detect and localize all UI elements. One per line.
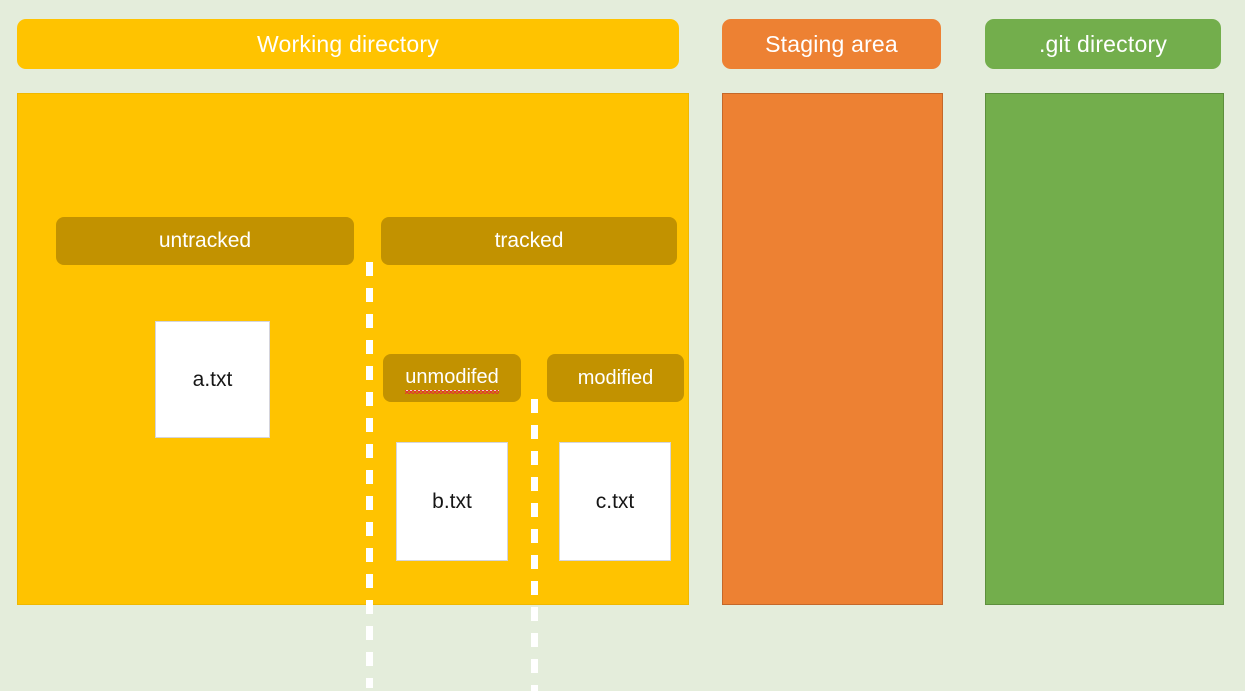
label-untracked[interactable]: untracked (56, 217, 354, 265)
divider-untracked-tracked (366, 262, 373, 688)
header-staging-area[interactable]: Staging area (722, 19, 941, 69)
header-staging-area-label: Staging area (765, 30, 898, 57)
label-untracked-text: untracked (158, 229, 252, 252)
label-unmodified-text: unmodifed (405, 366, 500, 394)
label-tracked[interactable]: tracked (381, 217, 677, 265)
diagram-canvas: Working directory Staging area .git dire… (17, 19, 1224, 691)
header-git-directory[interactable]: .git directory (985, 19, 1221, 69)
file-box-a-txt-label: a.txt (192, 367, 233, 391)
panel-staging-area (722, 93, 943, 605)
file-box-b-txt-label: b.txt (432, 489, 472, 513)
label-modified[interactable]: modified (547, 354, 684, 402)
header-git-directory-label: .git directory (1038, 30, 1168, 57)
file-box-c-txt[interactable]: c.txt (559, 442, 671, 561)
panel-working-directory: untracked tracked unmodifed modified a.t… (17, 93, 689, 691)
divider-unmodified-modified (531, 399, 538, 691)
panel-git-directory (985, 93, 1224, 605)
file-box-b-txt[interactable]: b.txt (396, 442, 508, 561)
header-working-directory-label: Working directory (257, 30, 439, 57)
file-box-c-txt-label: c.txt (595, 489, 635, 513)
label-tracked-text: tracked (494, 229, 564, 252)
header-working-directory[interactable]: Working directory (17, 19, 679, 69)
label-modified-text: modified (577, 366, 654, 389)
label-unmodified[interactable]: unmodifed (383, 354, 521, 402)
file-box-a-txt[interactable]: a.txt (155, 321, 270, 438)
